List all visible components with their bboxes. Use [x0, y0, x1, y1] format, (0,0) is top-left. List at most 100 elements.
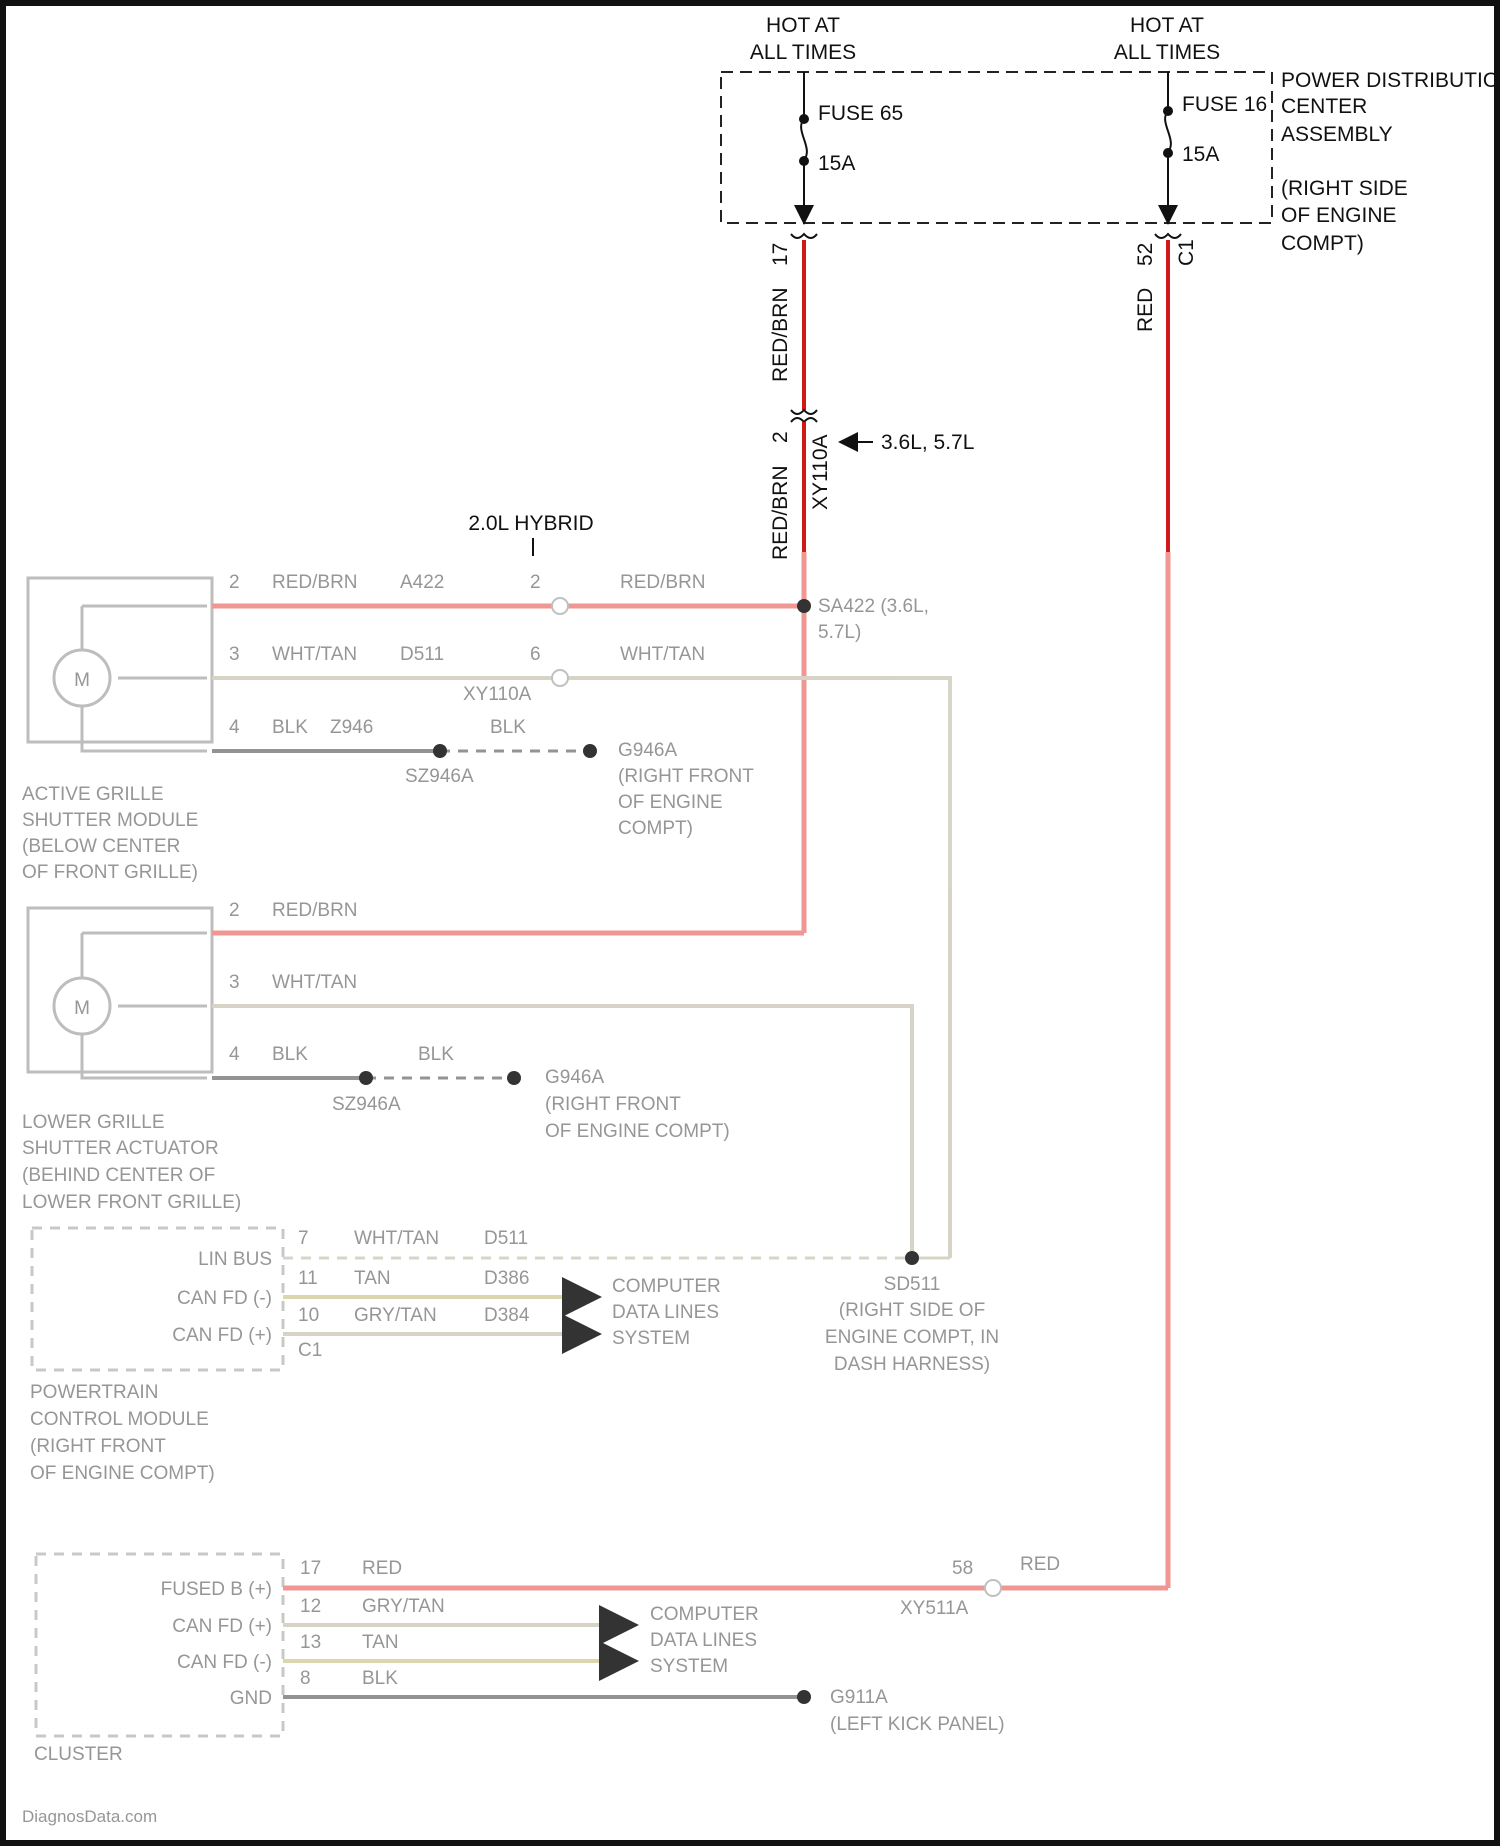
- left-hot-line1: HOT AT: [766, 14, 840, 37]
- cluster-row4-pin: 8: [300, 1668, 311, 1689]
- cluster-row2-label: CAN FD (+): [172, 1616, 272, 1637]
- xy110a-name: XY110A: [809, 435, 832, 511]
- pdc-label-4: (RIGHT SIDE: [1281, 177, 1408, 200]
- pcm-row1-circuit: D511: [484, 1228, 528, 1249]
- lower-grille-motor-label: M: [74, 998, 90, 1019]
- pdc-connector-b: [1155, 234, 1181, 238]
- splice-sa422: [797, 599, 811, 613]
- lower-grille-wire4b: BLK: [418, 1044, 454, 1065]
- active-grille-wire2b: RED/BRN: [620, 572, 706, 593]
- pdc-label-3: ASSEMBLY: [1281, 123, 1393, 146]
- wire-a-color-lower: RED/BRN: [769, 465, 792, 560]
- cluster-dest-3: SYSTEM: [650, 1656, 728, 1677]
- cluster-xy511a-connector: [985, 1580, 1001, 1596]
- active-grille-ground-splice: [433, 744, 447, 758]
- splice-sa422-label2: 5.7L): [818, 622, 861, 643]
- cluster-row3-pin: 13: [300, 1632, 321, 1653]
- pcm-row1-pin: 7: [298, 1228, 309, 1249]
- active-grille-ground-3: COMPT): [618, 818, 693, 839]
- fuse-b-connector: C1: [1175, 239, 1198, 266]
- fuse-a-pin: 17: [769, 243, 792, 266]
- pcm-row3-label: CAN FD (+): [172, 1325, 272, 1346]
- active-grille-ground-2: OF ENGINE: [618, 792, 723, 813]
- lower-grille-name-3: (BEHIND CENTER OF: [22, 1165, 215, 1186]
- lower-grille-name-2: SHUTTER ACTUATOR: [22, 1138, 219, 1159]
- cluster-dest-2: DATA LINES: [650, 1630, 757, 1651]
- cluster-ground-name: G911A: [830, 1687, 888, 1708]
- cluster-row3-label: CAN FD (-): [177, 1652, 272, 1673]
- lower-grille-wire2: RED/BRN: [272, 900, 358, 921]
- active-grille-name-4: OF FRONT GRILLE): [22, 862, 198, 883]
- pcm-row2-pin: 11: [298, 1268, 318, 1289]
- pdc-label-5: OF ENGINE: [1281, 204, 1397, 227]
- pdc-label-1: POWER DISTRIBUTION: [1281, 69, 1500, 92]
- cluster-row3-wire: TAN: [362, 1632, 399, 1653]
- pcm-dest-3: SYSTEM: [612, 1328, 690, 1349]
- lower-grille-ground-splice: [359, 1071, 373, 1085]
- cluster-row1-label: FUSED B (+): [161, 1579, 272, 1600]
- active-grille-pin2: 2: [229, 572, 240, 593]
- wire-a-color-upper: RED/BRN: [769, 287, 792, 382]
- fuse-a-name: FUSE 65: [818, 102, 903, 125]
- cluster-row4-label: GND: [230, 1688, 272, 1709]
- pcm-dest-2: DATA LINES: [612, 1302, 719, 1323]
- active-grille-circuit4: Z946: [330, 717, 373, 738]
- fuse-b-symbol: [1165, 111, 1171, 152]
- cluster-ground-1: (LEFT KICK PANEL): [830, 1714, 1005, 1735]
- active-grille-pin4: 4: [229, 717, 240, 738]
- fuse-a-symbol: [801, 119, 807, 160]
- active-grille-xconn: XY110A: [463, 684, 532, 705]
- cluster-row2-wire: GRY/TAN: [362, 1596, 445, 1617]
- cluster-row2-pin: 12: [300, 1596, 321, 1617]
- active-grille-wire3b: WHT/TAN: [620, 644, 705, 665]
- active-grille-connector-3: [552, 670, 568, 686]
- active-grille-name-3: (BELOW CENTER: [22, 836, 180, 857]
- hybrid-note: 2.0L HYBRID: [468, 512, 593, 535]
- lower-grille-name-4: LOWER FRONT GRILLE): [22, 1192, 241, 1213]
- pdc-label-6: COMPT): [1281, 232, 1364, 255]
- pcm-row1-wire: WHT/TAN: [354, 1228, 439, 1249]
- cluster-xconn: XY511A: [900, 1598, 969, 1619]
- cluster-name: CLUSTER: [34, 1744, 123, 1765]
- lower-grille-ground-2: OF ENGINE COMPT): [545, 1121, 730, 1142]
- fuse-b-name: FUSE 16: [1182, 93, 1267, 116]
- active-grille-wire4: BLK: [272, 717, 308, 738]
- diagram-frame: [3, 3, 1497, 1843]
- pcm-row3-wire: GRY/TAN: [354, 1305, 437, 1326]
- lower-grille-pin3: 3: [229, 972, 240, 993]
- splice-sd511-1: (RIGHT SIDE OF: [839, 1300, 985, 1321]
- active-grille-circuit3: D511: [400, 644, 444, 665]
- xy110a-pin: 2: [769, 431, 792, 443]
- lower-grille-ground-name: G946A: [545, 1067, 604, 1088]
- splice-sd511: [905, 1251, 919, 1265]
- active-grille-motor-label: M: [74, 670, 90, 691]
- active-grille-wire2: RED/BRN: [272, 572, 358, 593]
- lower-grille-ground: [507, 1071, 521, 1085]
- lower-grille-name-1: LOWER GRILLE: [22, 1112, 165, 1133]
- active-grille-circuit2: A422: [400, 572, 444, 593]
- lower-grille-wire4: BLK: [272, 1044, 308, 1065]
- pcm-row2-label: CAN FD (-): [177, 1288, 272, 1309]
- pcm-connector: C1: [298, 1340, 322, 1361]
- active-grille-xpin3: 6: [530, 644, 541, 665]
- active-grille-connector-2: [552, 598, 568, 614]
- footer-watermark: DiagnosData.com: [22, 1807, 157, 1826]
- pcm-name-4: OF ENGINE COMPT): [30, 1463, 215, 1484]
- pdc-connector-a: [791, 234, 817, 238]
- active-grille-pin3: 3: [229, 644, 240, 665]
- pcm-row3-circuit: D384: [484, 1305, 530, 1326]
- active-grille-wire-3: [212, 678, 950, 1258]
- active-grille-ground-1: (RIGHT FRONT: [618, 766, 754, 787]
- wire-b-color: RED: [1134, 288, 1157, 332]
- fuse-b-rating: 15A: [1182, 143, 1219, 166]
- left-hot-line2: ALL TIMES: [750, 41, 856, 64]
- splice-sa422-label1: SA422 (3.6L,: [818, 596, 929, 617]
- splice-sd511-2: ENGINE COMPT, IN: [825, 1327, 999, 1348]
- lower-grille-pin4: 4: [229, 1044, 240, 1065]
- cluster-ground: [797, 1690, 811, 1704]
- cluster-row1-pin: 17: [300, 1558, 321, 1579]
- cluster-row1-wire: RED: [362, 1558, 402, 1579]
- active-grille-ground: [583, 744, 597, 758]
- lower-grille-wire3: WHT/TAN: [272, 972, 357, 993]
- splice-sd511-name: SD511: [884, 1274, 941, 1295]
